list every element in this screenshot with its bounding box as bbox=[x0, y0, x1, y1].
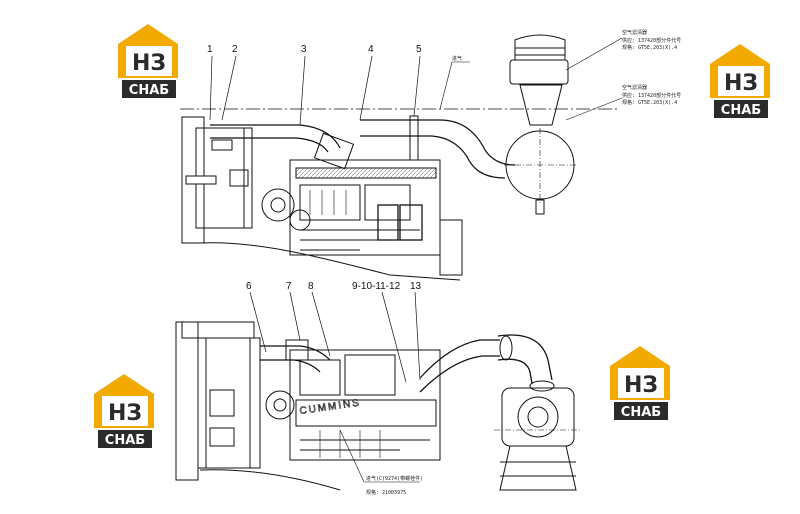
note-bottom-line2: 规格: 21003975 bbox=[366, 489, 406, 496]
annotations: 进气 空气滤清器 供应: 137420部分件代号 规格: GT5E.203(X)… bbox=[366, 29, 681, 496]
note-top-label: 进气 bbox=[452, 55, 462, 62]
logo-name: СНАБ bbox=[105, 433, 145, 448]
note-1-line1: 供应: 137420部分件代号 bbox=[622, 37, 681, 44]
logo-name: СНАБ bbox=[129, 83, 169, 98]
engine-block-top bbox=[289, 159, 441, 256]
bottom-view bbox=[175, 321, 580, 491]
callouts-bottom: 6 7 8 9-10-11-12 13 bbox=[246, 281, 422, 292]
callout-13: 13 bbox=[410, 281, 422, 292]
logo-name: СНАБ bbox=[621, 405, 661, 420]
callout-2: 2 bbox=[232, 44, 238, 55]
callout-8: 8 bbox=[308, 281, 314, 292]
logo-mark: НЗ bbox=[624, 373, 658, 398]
logo-top-right: НЗ СНАБ bbox=[710, 44, 770, 118]
callout-3: 3 bbox=[301, 44, 307, 55]
callout-5: 5 bbox=[416, 44, 422, 55]
logo-top-left: НЗ СНАБ bbox=[118, 24, 178, 98]
logo-mid-right: НЗ СНАБ bbox=[610, 346, 670, 420]
note-2-line1: 供应: 137420部分件代号 bbox=[622, 92, 681, 99]
note-2-title: 空气滤清器 bbox=[622, 84, 647, 91]
note-1-title: 空气滤清器 bbox=[622, 29, 647, 36]
callout-7: 7 bbox=[286, 281, 292, 292]
callout-1: 1 bbox=[207, 44, 213, 55]
turbo-elbow bbox=[313, 132, 355, 170]
logo-bottom-left: НЗ СНАБ bbox=[94, 374, 154, 448]
radiator-side-bottom bbox=[175, 321, 199, 481]
logo-mark: НЗ bbox=[132, 51, 166, 76]
note-2-line2: 规格: GT5E.203(X).4 bbox=[622, 99, 677, 106]
note-1-line2: 规格: GT5E.203(X).4 bbox=[622, 44, 677, 51]
air-filter-side bbox=[501, 387, 575, 447]
callout-9-12: 9-10-11-12 bbox=[352, 281, 401, 292]
note-bottom-line1: 进气(C)9274(带螺栓件) bbox=[366, 475, 423, 482]
engine-block-bottom bbox=[289, 349, 441, 461]
callout-leaders-top bbox=[209, 55, 421, 126]
callouts-top: 1 2 3 4 5 bbox=[207, 44, 422, 55]
top-view bbox=[180, 34, 623, 281]
logo-mark: НЗ bbox=[108, 401, 142, 426]
callout-leaders-bottom bbox=[249, 291, 421, 383]
callout-4: 4 bbox=[368, 44, 374, 55]
logo-name: СНАБ bbox=[721, 103, 761, 118]
callout-6: 6 bbox=[246, 281, 252, 292]
logo-mark: НЗ bbox=[724, 71, 758, 96]
radiator-core-bottom bbox=[197, 337, 261, 469]
pre-cleaner bbox=[509, 59, 569, 85]
